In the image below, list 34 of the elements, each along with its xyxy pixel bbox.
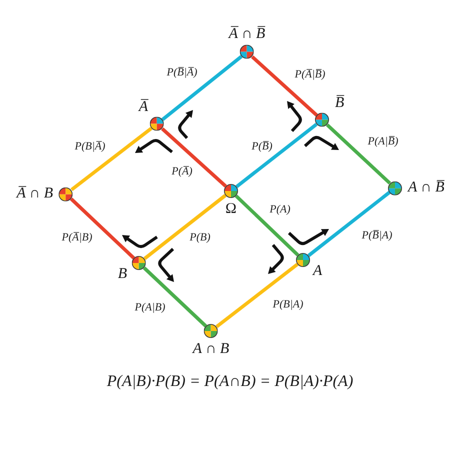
node-label: B̅ <box>335 94 344 112</box>
node-label: A ∩ B <box>192 341 230 358</box>
connector-line <box>215 262 299 328</box>
edge-label: P(B̅|A) <box>362 230 392 242</box>
node-label: B <box>118 266 127 284</box>
connector-line <box>307 190 391 258</box>
edge-label: P(B) <box>190 232 210 244</box>
node-label: A ∩ B̅ <box>408 179 444 197</box>
connector-line <box>234 194 300 256</box>
connector-line <box>235 122 318 188</box>
connector-line <box>161 127 227 188</box>
connector-line <box>70 126 153 192</box>
connector-line <box>143 194 227 260</box>
edge-label: P(A|B̅) <box>368 136 398 148</box>
edge-label: P(A̅|B̅) <box>294 68 326 82</box>
edge-label: P(B|A) <box>272 298 304 312</box>
connector-line <box>70 198 136 260</box>
edge-label: P(A̅) <box>172 166 192 178</box>
edge-label: P(B̅|A̅) <box>166 66 198 80</box>
edge-label: P(B̅) <box>252 140 272 154</box>
equation-caption: P(A|B)·P(B) = P(A∩B) = P(B|A)·P(A) <box>106 372 354 392</box>
connector-line <box>142 266 208 328</box>
edge-label: P(A) <box>270 204 290 216</box>
connector-line <box>161 55 243 121</box>
connector-line <box>326 123 392 185</box>
edge-label: P(B|A̅) <box>74 140 106 154</box>
edge-label: P(A̅|B) <box>62 232 92 244</box>
node-label: A <box>313 263 322 280</box>
node-label: A̅ ∩ B <box>16 185 53 203</box>
connector-line <box>251 55 318 117</box>
node-label: A̅ <box>138 98 148 116</box>
edge-label: P(A|B) <box>134 302 166 314</box>
node-label: Ω <box>225 201 237 218</box>
node-label: A̅ ∩ B̅ <box>228 26 266 43</box>
